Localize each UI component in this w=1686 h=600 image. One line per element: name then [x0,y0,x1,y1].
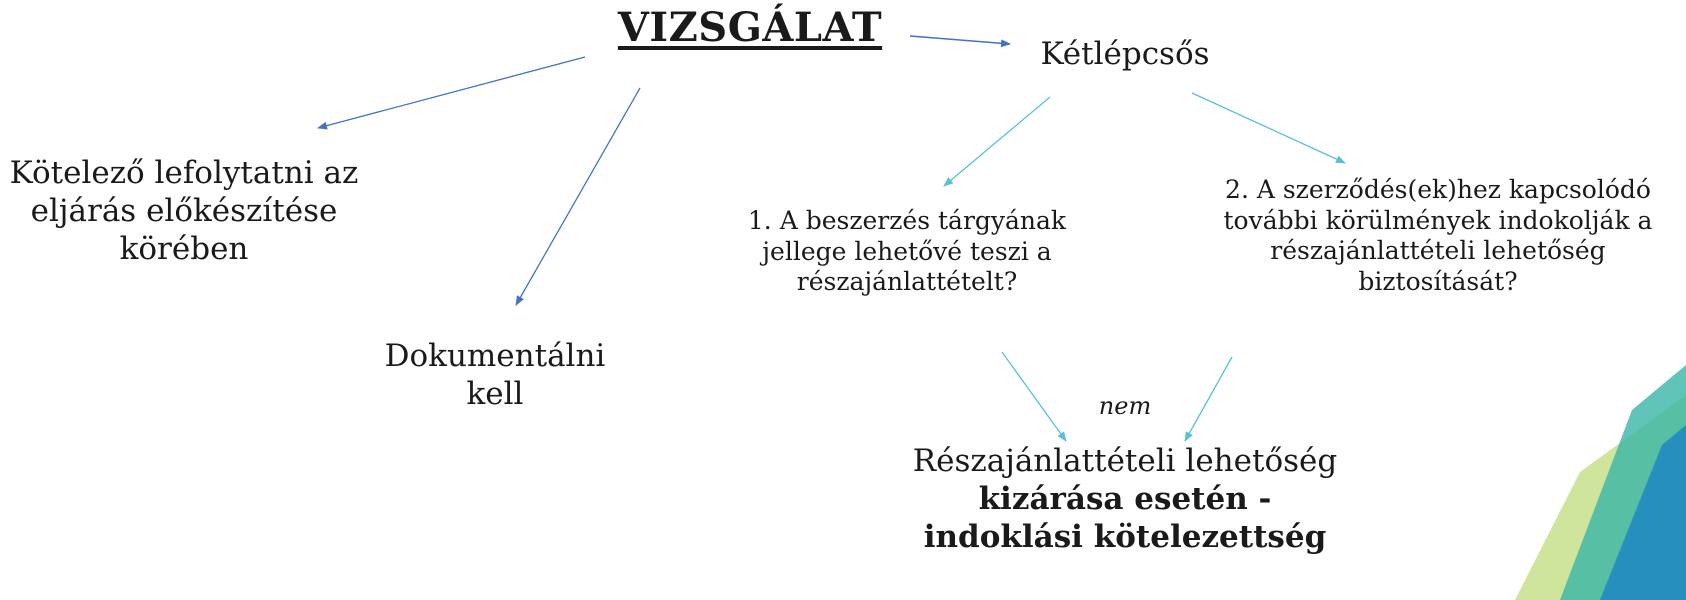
edge-label-no: nem [1098,392,1152,420]
result-line-1: Részajánlattételi lehetőség [912,443,1338,479]
decor-shape-blue [1600,425,1686,600]
arrow-question-1-to-result [1001,351,1067,442]
arrow-to-question-2 [1191,92,1346,164]
arrow-title-to-two-step [909,35,1011,48]
mandatory-node: Kötelező lefolytatni az eljárás előkészí… [9,155,359,267]
document-node: Dokumentálni kell [384,338,606,412]
question-1-node: 1. A beszerzés tárgyának jellege lehetőv… [747,206,1067,296]
arrow-to-document [515,87,641,306]
result-node: Részajánlattételi lehetőség kizárása ese… [890,443,1360,556]
question-2-node: 2. A szerződés(ek)hez kapcsolódó további… [1223,175,1653,296]
diagram-title: VIZSGÁLAT [617,4,883,51]
two-step-node: Kétlépcsős [1040,36,1210,72]
result-line-2: kizárása esetén - [978,480,1272,517]
arrow-question-2-to-result [1184,356,1233,442]
arrow-to-question-1 [943,96,1051,187]
result-line-3: indoklási kötelezettség [923,518,1327,555]
arrow-to-mandatory [317,56,586,130]
